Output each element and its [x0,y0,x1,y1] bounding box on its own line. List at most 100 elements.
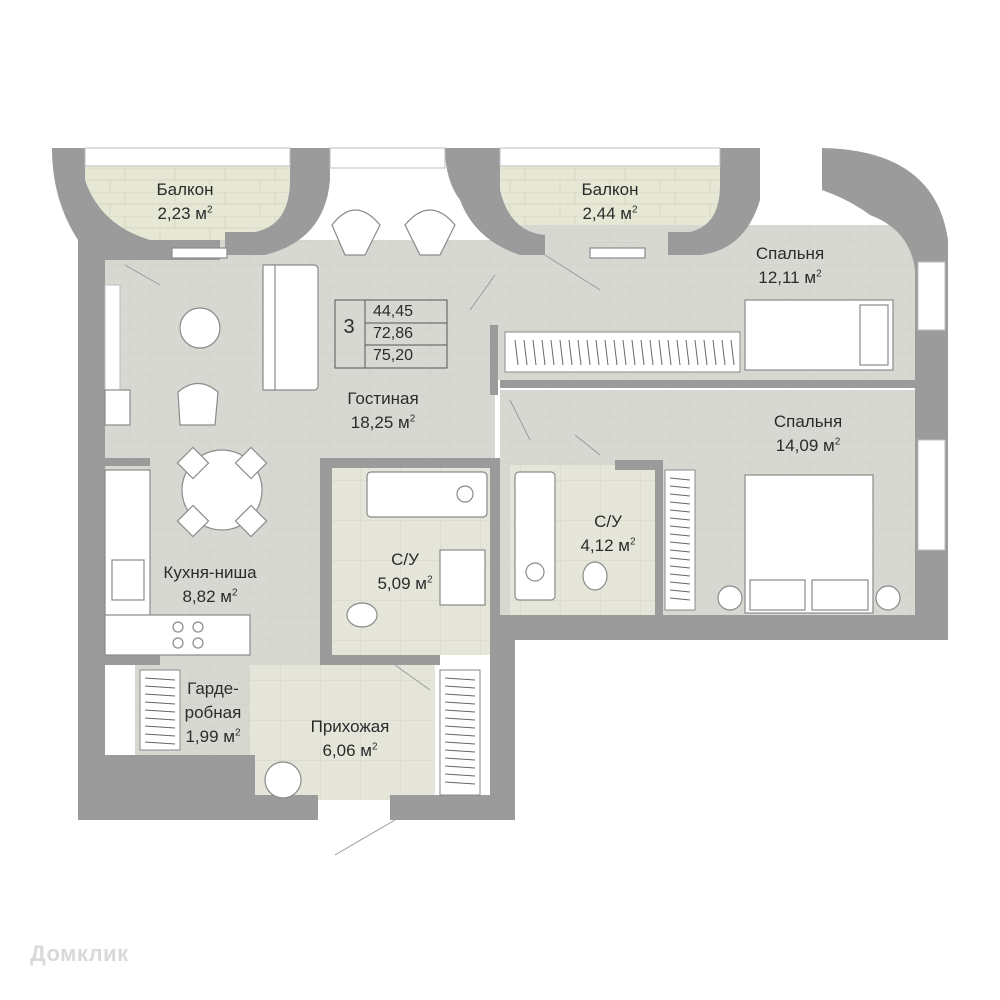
hanger-mark [577,339,582,366]
room-area: 1,99 м2 [185,727,241,746]
wall-right-curve [822,148,948,640]
hanger-mark [144,709,176,713]
wall-kitchen-divider [105,458,150,466]
wall-bottom-right-exterior [490,615,945,640]
hanger-mark [669,477,691,481]
hanger-mark [144,733,176,737]
door-entrance [334,819,396,856]
room-name: Спальня [773,412,843,431]
wall-left [78,240,105,820]
hanger-mark [595,339,600,366]
total-area-with-balconies-value: 75,20 [373,347,414,364]
hanger-mark [658,339,663,366]
room-name: С/У [594,512,622,531]
living-room-label: Гостиная 18,25 м2 [318,387,448,435]
hanger-mark [550,339,555,366]
door-living-bedroom [469,274,496,311]
hanger-mark [444,749,476,753]
hanger-mark [613,339,618,366]
hanger-mark [685,339,690,366]
wall-bottom-left [78,795,318,820]
wall-wardrobe-top [105,655,160,665]
hanger-mark [669,597,691,601]
dining-chair-3 [176,504,210,538]
hanger-mark [541,339,546,366]
wall-balcony-right-right-curve [668,148,760,255]
room-area: 2,23 м2 [157,204,213,223]
round-table-living [179,307,221,349]
kitchen-label: Кухня-ниша 8,82 м2 [140,561,280,609]
hanger-mark [532,339,537,366]
hanger-mark [444,781,476,785]
nightstand-right [875,585,901,611]
wall-living-bedroom [490,325,498,395]
room-area: 2,44 м2 [582,204,638,223]
hanger-mark [604,339,609,366]
desk-balcony-right [589,247,646,259]
hanger-mark [669,493,691,497]
furniture [104,209,901,799]
hanger-mark [144,677,176,681]
wall-lower-right-vertical [490,640,515,820]
armchair-left [331,209,381,256]
hanger-mark [144,693,176,697]
area-summary: 3 44,45 72,86 75,20 [335,300,447,368]
wall-wardrobe-divider [105,755,255,795]
closet-hallway [439,669,481,796]
room-area: 5,09 м2 [377,574,433,593]
hanger-mark [669,573,691,577]
hanger-mark [514,339,519,366]
window-top-balcony-right [499,147,721,167]
bathtub-small [514,471,556,601]
hanger-mark [649,339,654,366]
dining-chair-2 [234,446,268,480]
hanger-mark [669,589,691,593]
tv-stand [104,389,131,426]
hanger-mark [144,741,176,745]
wall-balcony-right-left-curve [445,148,545,255]
hanger-mark [444,733,476,737]
closet-bedroom-top [504,331,741,373]
hanger-mark [669,565,691,569]
hanger-mark [444,701,476,705]
hanger-mark [586,339,591,366]
hanger-mark [444,717,476,721]
window-right-top [917,261,946,331]
summary-outline [334,299,448,369]
hanger-mark [444,709,476,713]
wall-balcony-left-curve [225,148,330,255]
hanger-mark [667,339,672,366]
room-name: Балкон [156,180,214,199]
hanger-mark [144,717,176,721]
kitchen-counter-bottom [104,614,251,656]
bath-small-drain [525,562,545,582]
room-area: 4,12 м2 [580,536,636,555]
bathroom-main-label: С/У 5,09 м2 [355,548,455,596]
balcony-left-label: Балкон 2,23 м2 [120,178,250,226]
chair-near-table [177,382,219,426]
room-name: Прихожая [310,717,390,736]
room-area: 14,09 м2 [775,436,841,455]
wardrobe-label: Гарде- робная 1,99 м2 [168,677,258,749]
door-bathroom-small [574,434,601,456]
hanger-mark [444,693,476,697]
bed-top-pillow [859,304,889,366]
wall-bath-bottom [320,655,440,665]
door-swings [124,254,601,856]
window-top-living [329,147,446,169]
armchair-right [404,209,456,256]
balcony-right-label: Балкон 2,44 м2 [545,178,675,226]
bathtub-main [366,471,488,518]
closet-bedroom-right [664,469,696,611]
room-name-line2: робная [184,703,242,722]
hanger-mark [444,757,476,761]
bath-drain [456,485,474,503]
hanger-mark [144,701,176,705]
hanger-mark [144,725,176,729]
wall-bath-top [320,458,500,468]
living-area-value: 44,45 [373,303,414,320]
hanger-mark [444,765,476,769]
hanger-mark [444,773,476,777]
room-area: 18,25 м2 [350,413,416,432]
